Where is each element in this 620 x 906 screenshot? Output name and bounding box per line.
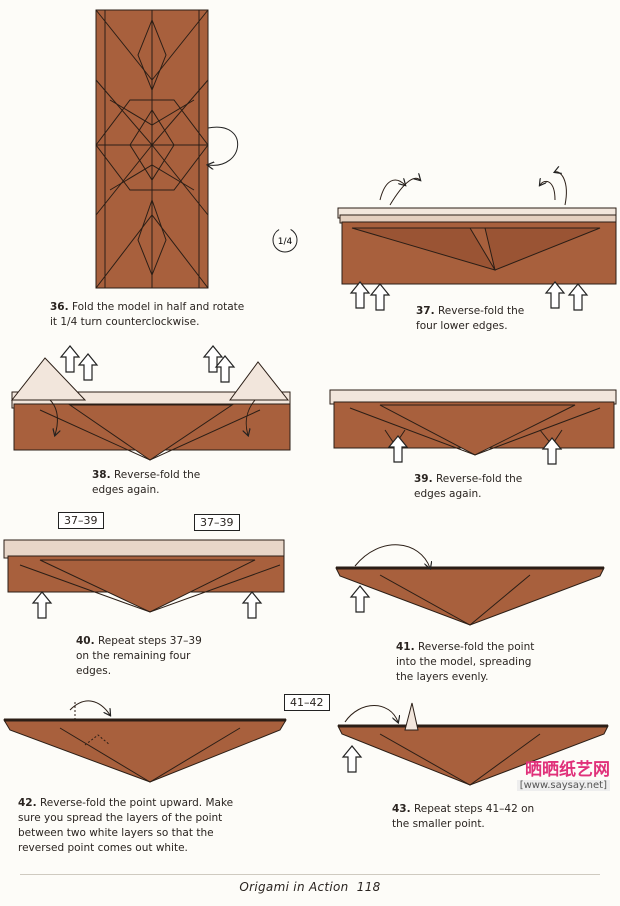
push-arrow-icon: [78, 353, 98, 381]
watermark: 晒晒纸艺网 [www.saysay.net]: [516, 760, 610, 791]
push-arrow-icon: [350, 281, 370, 309]
ref-steps-box: 37–39: [58, 512, 104, 529]
push-arrow-icon: [60, 345, 80, 373]
step-39-model: [329, 389, 617, 456]
page-footer: Origami in Action 118: [0, 880, 620, 894]
push-arrow-icon: [350, 585, 370, 613]
push-arrow-icon: [568, 283, 588, 311]
step-38-model: [10, 357, 291, 461]
rotate-quarter-icon: 1/4: [272, 227, 298, 253]
push-arrow-icon: [342, 745, 362, 773]
step-37-model: [337, 172, 617, 285]
step-43-model: [337, 702, 609, 786]
step-40-model: [3, 539, 285, 613]
push-arrow-icon: [242, 591, 262, 619]
watermark-url: [www.saysay.net]: [516, 780, 610, 791]
footer-divider: [20, 874, 600, 875]
step-41-model: [335, 544, 605, 626]
book-title: Origami in Action: [239, 880, 349, 894]
push-arrow-icon: [370, 283, 390, 311]
ref-steps-box: 37–39: [194, 514, 240, 531]
step-36-model: [95, 9, 239, 289]
svg-text:1/4: 1/4: [278, 237, 293, 247]
page-number: 118: [356, 880, 381, 894]
push-arrow-icon: [203, 345, 223, 373]
watermark-logo: 晒晒纸艺网: [525, 760, 610, 780]
step-42-model: [3, 700, 287, 783]
push-arrow-icon: [545, 281, 565, 309]
ref-steps-box: 41–42: [284, 694, 330, 711]
push-arrow-icon: [215, 355, 235, 383]
push-arrow-icon: [32, 591, 52, 619]
